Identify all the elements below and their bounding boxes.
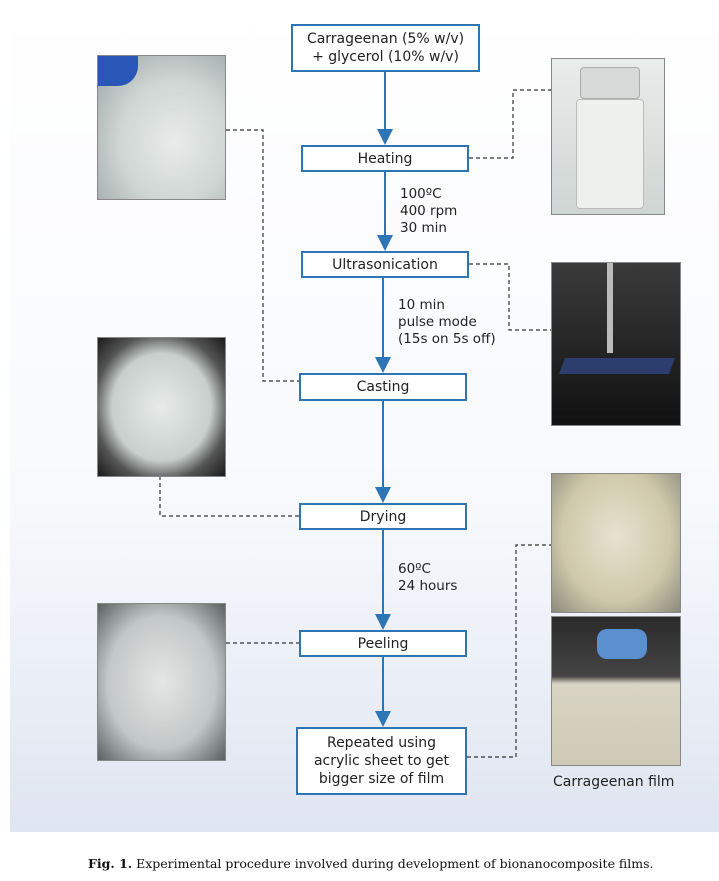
condition-text: (15s on 5s off) [398, 331, 496, 347]
photo-peeling-film [97, 603, 226, 761]
dashed-connector [469, 263, 551, 331]
step-ultrasonication: Ultrasonication [301, 251, 469, 278]
step-repeated: Repeated using acrylic sheet to get bigger… [296, 727, 467, 795]
step-heating: Heating [301, 145, 469, 172]
caption-text: Experimental procedure involved during d… [132, 856, 654, 871]
step-text: bigger size of film [318, 771, 445, 787]
photo-acrylic-tray [551, 473, 681, 613]
figure-caption: Fig. 1. Experimental procedure involved … [88, 856, 654, 871]
step-start: Carrageenan (5% w/v) + glycerol (10% w/v) [291, 24, 480, 72]
condition-text: 100ºC [400, 186, 442, 202]
photo-pouring-solution [97, 55, 226, 200]
dashed-connector [467, 544, 551, 758]
condition-text: 10 min [398, 297, 445, 313]
step-text: Repeated using [326, 735, 437, 751]
caption-prefix: Fig. 1. [88, 856, 133, 871]
condition-text: 60ºC [398, 561, 431, 577]
glove [98, 56, 138, 86]
photo-vial [551, 58, 665, 215]
condition-text: 24 hours [398, 578, 458, 594]
dashed-connector [159, 476, 299, 517]
step-drying: Drying [299, 503, 467, 530]
step-casting: Casting [299, 373, 467, 401]
condition-text: pulse mode [398, 314, 477, 330]
step-peeling: Peeling [299, 630, 467, 657]
step-text: acrylic sheet to get [313, 753, 450, 769]
step-text: + glycerol (10% w/v) [312, 49, 459, 65]
photo-ultrasonicator [551, 262, 681, 426]
photo-label: Carrageenan film [553, 774, 675, 790]
photo-petri-dish-casting [97, 337, 226, 477]
condition-text: 30 min [400, 220, 447, 236]
dashed-connector [226, 129, 299, 382]
dashed-connector [469, 89, 551, 159]
photo-carrageenan-film [551, 616, 681, 766]
condition-text: 400 rpm [400, 203, 458, 219]
step-text: Carrageenan (5% w/v) [306, 31, 465, 47]
